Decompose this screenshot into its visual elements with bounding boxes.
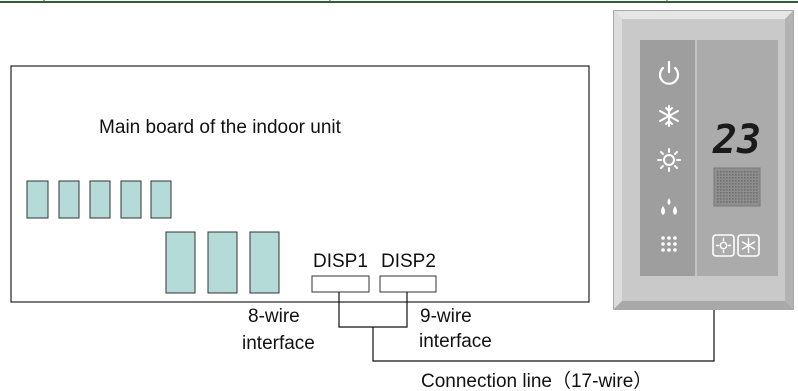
snowflake-icon[interactable] [659, 105, 679, 127]
top-border [0, 0, 798, 3]
dot-matrix-display [713, 167, 761, 207]
interface-9wire-line2: interface [419, 331, 492, 352]
large-components [165, 231, 280, 294]
connection-line-label: Connection line（17-wire） [421, 370, 652, 391]
droplets-icon[interactable] [661, 198, 677, 215]
interface-8wire-line1: 8-wire [248, 306, 300, 327]
main-board: Main board of the indoor unit DISP1 DISP… [10, 65, 590, 303]
disp2-connector [379, 275, 437, 293]
dots-grid-icon[interactable] [661, 236, 677, 252]
small-components [26, 180, 172, 219]
sun-icon[interactable] [657, 148, 681, 172]
disp1-label: DISP1 [313, 251, 368, 272]
interface-9wire-line1: 9-wire [420, 306, 472, 327]
sun-button-icon[interactable] [712, 234, 735, 257]
power-icon[interactable] [658, 60, 680, 85]
disp2-label: DISP2 [381, 251, 436, 272]
interface-8wire-line2: interface [242, 333, 315, 354]
snowflake-button-icon[interactable] [737, 234, 760, 257]
wiring [338, 292, 715, 362]
control-panel: 23 [613, 10, 794, 310]
board-title: Main board of the indoor unit [99, 117, 342, 138]
temperature-display: 23 [712, 117, 761, 163]
disp1-connector [311, 275, 370, 293]
